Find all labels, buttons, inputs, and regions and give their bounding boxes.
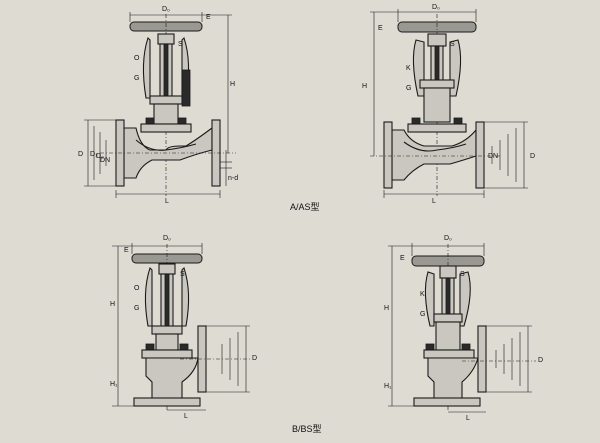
dim-label-l: L — [466, 415, 470, 422]
dim-label-e: E — [378, 25, 383, 32]
dim-label-d: D — [530, 153, 535, 160]
dim-label-l: L — [184, 413, 188, 420]
angle-valve-bs-drawing — [388, 243, 536, 413]
caption-b-type: B/BS型 — [292, 424, 322, 434]
part-label-g: G — [134, 305, 139, 312]
part-label-s: S — [450, 41, 455, 48]
dim-label-h: H — [110, 301, 115, 308]
dim-label-e: E — [400, 255, 405, 262]
part-label-k: K — [406, 65, 411, 72]
angle-valve-b-drawing — [112, 243, 250, 411]
part-label-g: G — [134, 75, 139, 82]
dim-label-h: H — [230, 81, 235, 88]
dim-label-l: L — [432, 198, 436, 205]
dim-label-d: D — [78, 151, 83, 158]
dim-label-l: L — [165, 198, 169, 205]
dim-label-d: D — [252, 355, 257, 362]
dim-label-n-d: n-d — [228, 175, 238, 182]
part-label-o: O — [134, 285, 140, 292]
dim-label-d2: D₂ — [96, 153, 104, 160]
part-label-g: G — [406, 85, 411, 92]
dim-label-d: D — [538, 357, 543, 364]
dim-label-d0: D₀ — [444, 235, 452, 242]
dim-label-d0: D₀ — [162, 6, 170, 13]
dim-label-d0: D₀ — [163, 235, 171, 242]
dim-label-dn: DN — [488, 153, 498, 160]
dim-label-dn: DN — [100, 157, 110, 164]
dim-label-d1: D₁ — [90, 151, 98, 158]
part-label-g: G — [420, 311, 425, 318]
dim-label-h1: H₁ — [384, 383, 392, 390]
dim-label-e: E — [124, 247, 129, 254]
part-label-s: S — [460, 271, 465, 278]
dim-label-h: H — [362, 83, 367, 90]
dim-label-h1: H₁ — [110, 381, 118, 388]
caption-a-type: A/AS型 — [290, 202, 320, 212]
part-label-o: O — [134, 55, 140, 62]
dim-label-e: E — [206, 14, 211, 21]
part-label-s: S — [180, 271, 185, 278]
part-label-k: K — [420, 291, 425, 298]
dim-label-h: H — [384, 305, 389, 312]
globe-valve-a-drawing — [84, 12, 236, 198]
dim-label-d0: D₀ — [432, 4, 440, 11]
globe-valve-as-drawing — [370, 9, 528, 198]
part-label-s: S — [178, 41, 183, 48]
